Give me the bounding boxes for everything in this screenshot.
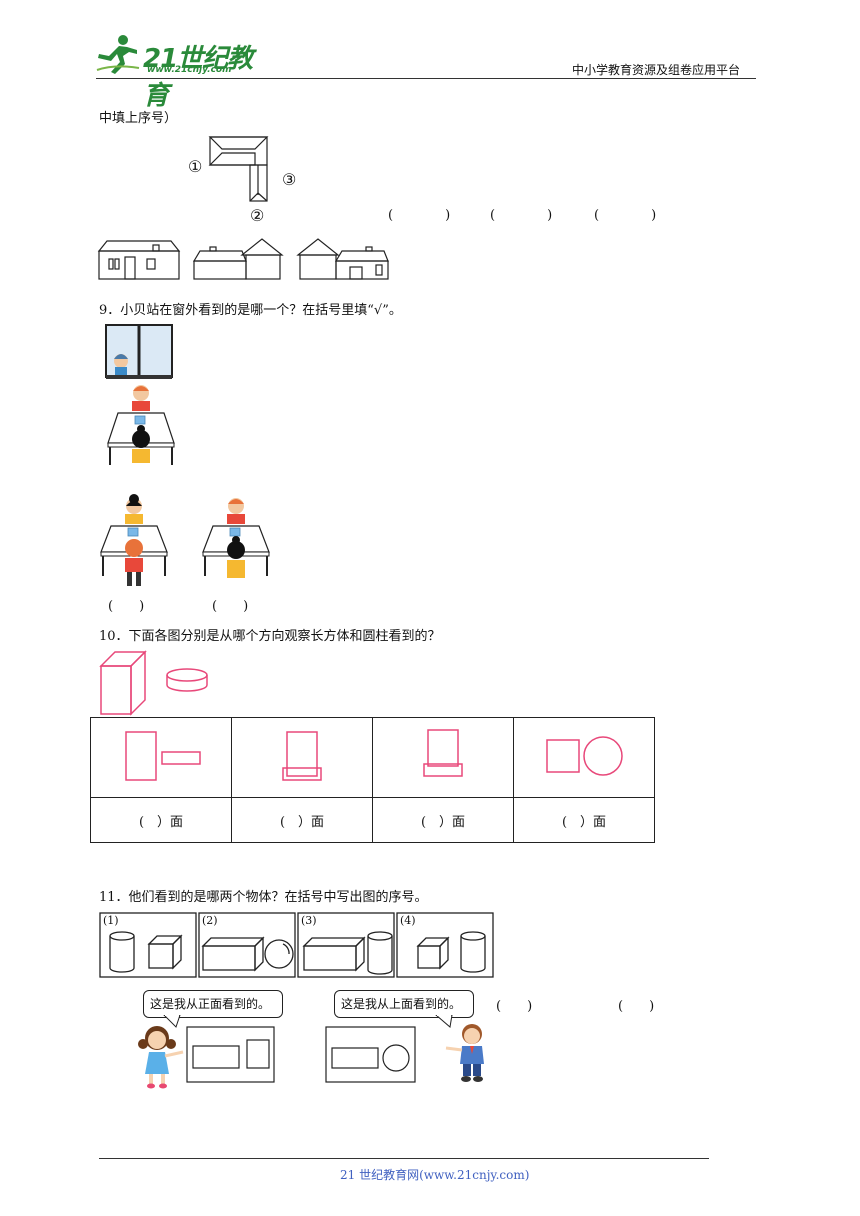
q11-blank-1[interactable]: ( ) [496, 999, 533, 1014]
q9-blank-a[interactable]: ( ) [108, 599, 145, 614]
boy-speech-text: 这是我从上面看到的。 [341, 997, 462, 1011]
girl-character [138, 1026, 184, 1089]
label-3: ③ [282, 170, 297, 189]
window-scene [105, 324, 175, 465]
option-b-scene[interactable] [199, 494, 275, 590]
boy-speech-bubble: 这是我从上面看到的。 [334, 990, 474, 1018]
logo-url: www.21cnjy.com [147, 65, 232, 75]
footer-rule [99, 1158, 709, 1159]
q9-blank-b[interactable]: ( ) [212, 599, 249, 614]
l-shape-building-top-view [208, 136, 269, 202]
view-label-3[interactable]: ( ）面 [372, 797, 514, 843]
panel-label-1: (1) [103, 914, 119, 927]
q8-blank-1[interactable]: ( ) [388, 208, 451, 223]
top-view-figure [546, 735, 623, 776]
panel-label-3: (3) [301, 914, 317, 927]
side-view-figure-b [423, 728, 463, 777]
view-label-1[interactable]: ( ）面 [90, 797, 232, 843]
q10-title: 10．下面各图分别是从哪个方向观察长方体和圆柱看到的？ [99, 629, 441, 644]
panel-label-4: (4) [400, 914, 416, 927]
view-label-2[interactable]: ( ）面 [231, 797, 373, 843]
object-panels [99, 912, 494, 978]
house-view-c [296, 238, 389, 280]
girl-bubble-tail [163, 1015, 181, 1028]
girl-view-panel [186, 1026, 275, 1083]
q11-title: 11．他们看到的是哪两个物体？在括号中写出图的序号。 [99, 890, 428, 905]
boy-bubble-tail [435, 1015, 453, 1028]
boy-character [445, 1024, 484, 1082]
label-2: ② [250, 206, 265, 225]
view-cell-2 [231, 717, 373, 798]
header-logo: 21世纪教育 www.21cnjy.com [95, 34, 265, 111]
view-cell-3 [372, 717, 514, 798]
runner-logo-icon [96, 35, 140, 74]
panel-label-2: (2) [202, 914, 218, 927]
logo-text: 21世纪教育 [143, 44, 253, 111]
q8-tail-text: 中填上序号） [99, 111, 178, 126]
header-rule [96, 78, 756, 79]
boy-view-panel [325, 1026, 416, 1083]
footer-text[interactable]: 21 世纪教育网(www.21cnjy.com) [340, 1168, 530, 1182]
front-view-figure [125, 730, 201, 781]
house-view-b [192, 238, 284, 280]
view-cell-1 [90, 717, 232, 798]
q8-blank-2[interactable]: ( ) [490, 208, 553, 223]
girl-speech-text: 这是我从正面看到的。 [150, 997, 271, 1011]
option-a-scene[interactable] [97, 494, 173, 590]
view-label-4[interactable]: ( ）面 [513, 797, 655, 843]
q8-blank-3[interactable]: ( ) [594, 208, 657, 223]
house-view-a [97, 240, 181, 280]
label-1: ① [188, 157, 203, 176]
cuboid-and-cylinder [99, 650, 208, 716]
girl-speech-bubble: 这是我从正面看到的。 [143, 990, 283, 1018]
q11-blank-2[interactable]: ( ) [618, 999, 655, 1014]
views-table: ( ）面 ( ）面 ( ）面 ( ）面 [90, 717, 655, 843]
side-view-figure-a [282, 730, 322, 781]
q9-title: 9．小贝站在窗外看到的是哪一个？在括号里填“√”。 [99, 303, 402, 318]
view-cell-4 [513, 717, 655, 798]
header-platform-text: 中小学教育资源及组卷应用平台 [572, 63, 741, 77]
